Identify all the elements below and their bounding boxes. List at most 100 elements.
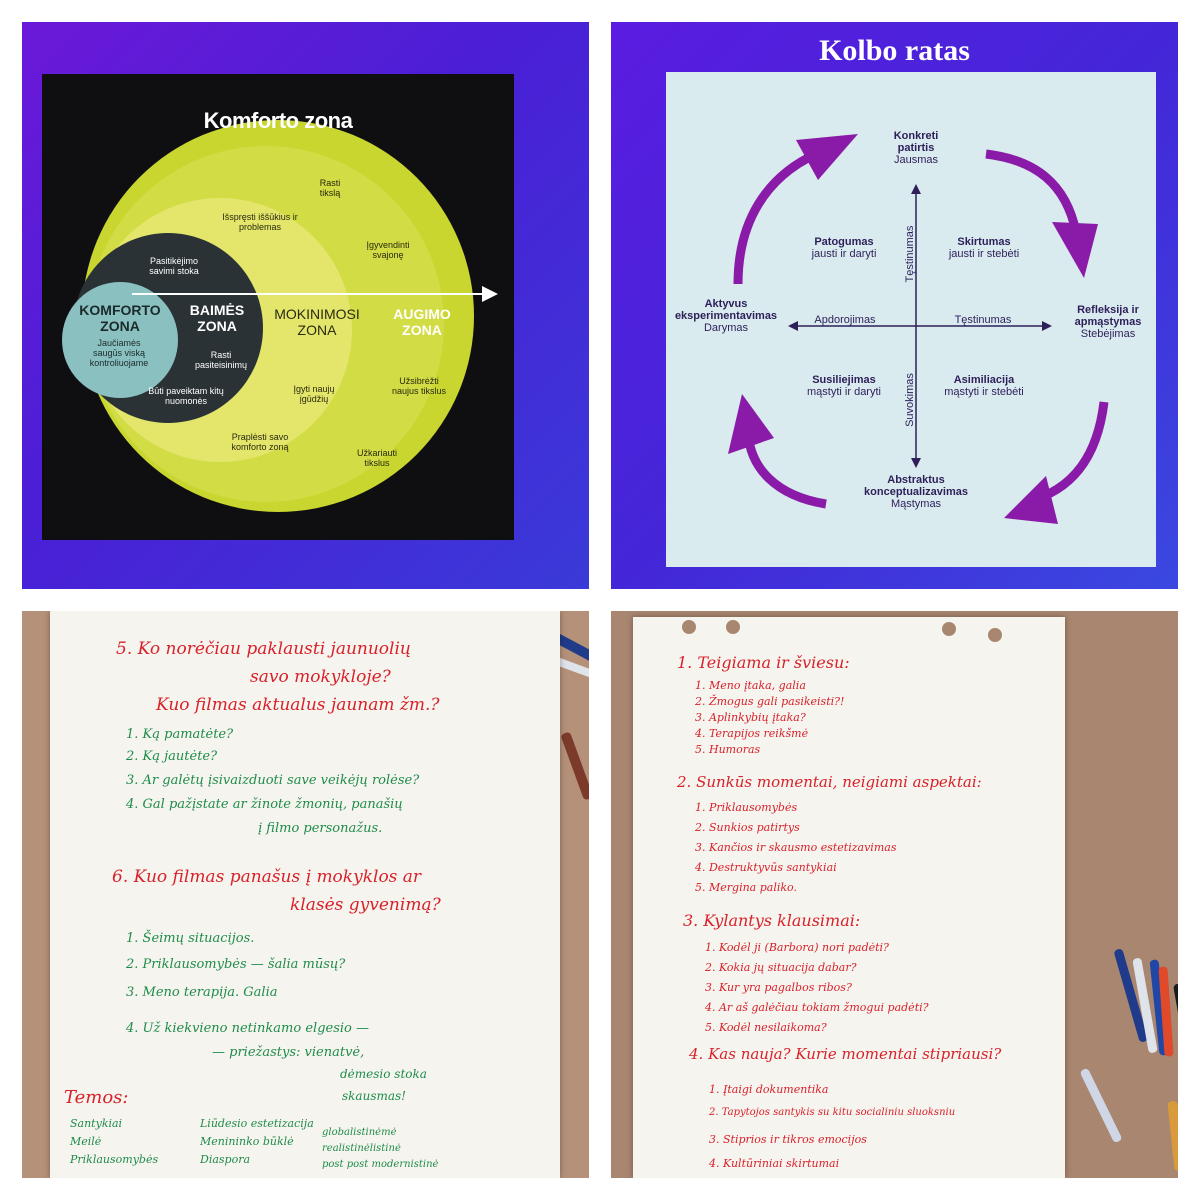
s1-item: 5. Humoras <box>695 743 761 756</box>
s2-item: 4. Destruktyvūs santykiai <box>695 861 837 874</box>
pencil-icon <box>1167 1100 1178 1172</box>
flipchart-sheet: 5. Ko norėčiau paklausti jaunuolių savo … <box>50 611 560 1178</box>
photo-comfort-zone-slide: Komforto zona KOMFORTO ZONA Jaučiamės sa… <box>22 22 589 589</box>
q5-item: į filmo personažus. <box>258 821 383 836</box>
s3-item: 2. Kokia jų situacija dabar? <box>705 961 857 974</box>
arrow-up-icon <box>911 184 921 194</box>
q6-item: — priežastys: vienatvė, <box>212 1045 365 1060</box>
comfort-zone-circle <box>62 282 178 398</box>
photo-flipchart-right: 1. Teigiama ir šviesu: 1. Meno įtaka, ga… <box>611 611 1178 1178</box>
cycle-arrow-icon <box>728 394 774 454</box>
slide-title: Kolbo ratas <box>819 34 970 67</box>
note-excuses: Rasti pasiteisinimų <box>194 350 248 370</box>
s1-item: 1. Meno įtaka, galia <box>695 679 806 692</box>
section-1-heading: 1. Teigiama ir šviesu: <box>677 653 850 672</box>
theme: Diaspora <box>200 1153 251 1166</box>
arrow-down-icon <box>911 458 921 468</box>
question-6-line-2: klasės gyvenimą? <box>290 895 441 915</box>
q6-item: skausmas! <box>342 1089 406 1103</box>
comfort-zone-sub: Jaučiamės saugūs viską kontroliuojame <box>89 338 149 368</box>
s2-item: 1. Priklausomybės <box>695 801 798 814</box>
s3-item: 4. Ar aš galėčiau tokiam žmogui padėti? <box>705 1001 929 1014</box>
q6-item: 4. Už kiekvieno netinkamo elgesio — <box>126 1021 369 1036</box>
question-6-line-1: 6. Kuo filmas panašus į mokyklos ar <box>112 867 422 887</box>
theme: post post modernistinė <box>322 1159 439 1170</box>
photo-flipchart-left: 5. Ko norėčiau paklausti jaunuolių savo … <box>22 611 589 1178</box>
section-3-heading: 3. Kylantys klausimai: <box>683 911 861 930</box>
axis-label-left: Apdorojimas <box>814 314 876 326</box>
axis-label-right: Tęstinumas <box>954 314 1012 326</box>
q6-item: 2. Priklausomybės — šalia mūsų? <box>126 957 346 972</box>
sheet-holes <box>682 620 1002 642</box>
s2-item: 2. Sunkios patirtys <box>695 821 800 834</box>
note-skills: Įgyti naujų įgūdžių <box>293 384 335 404</box>
marker-icon <box>1173 982 1178 1054</box>
note-confidence: Pasitikėjimo savimi stoka <box>149 256 199 276</box>
theme: Menininko būklė <box>200 1135 294 1148</box>
q6-item: 1. Šeimų situacijos. <box>126 931 255 946</box>
s3-item: 3. Kur yra pagalbos ribos? <box>705 981 852 994</box>
s1-item: 2. Žmogus gali pasikeisti?! <box>695 695 845 708</box>
growth-zone-label: AUGIMO ZONA <box>393 306 451 338</box>
marker-icon <box>560 731 589 801</box>
s2-item: 5. Mergina paliko. <box>695 881 797 894</box>
note-new-goals: Užsibrėžti naujus tikslus <box>391 376 447 396</box>
theme: Liūdesio estetizacija <box>200 1117 314 1130</box>
learning-zone-label: MOKINIMOSI ZONA <box>274 306 360 338</box>
pen-icon <box>1079 1067 1123 1144</box>
arrow-head-icon <box>482 286 498 302</box>
s4-item: 3. Stiprios ir tikros emocijos <box>709 1133 867 1146</box>
note-goal: Rasti tikslą <box>319 178 341 198</box>
comfort-zone-slide: Komforto zona KOMFORTO ZONA Jaučiamės sa… <box>42 74 514 540</box>
s4-item: 2. Tapytojos santykis su kitu socialiniu… <box>709 1107 956 1118</box>
axis-label-top: Tęstinumas <box>904 225 916 283</box>
comfort-zone-diagram <box>62 120 498 512</box>
q6-item: dėmesio stoka <box>340 1067 427 1081</box>
note-conquer: Užkariauti tikslus <box>356 448 397 468</box>
theme: realistinėlistinė <box>322 1143 401 1154</box>
axis-label-bottom: Suvokimas <box>904 373 916 427</box>
theme: Meilė <box>70 1135 102 1148</box>
fear-zone-label: BAIMĖS ZONA <box>189 302 245 334</box>
question-5-line-2: savo mokykloje? <box>250 667 391 687</box>
q5-item: 4. Gal pažįstate ar žinote žmonių, panaš… <box>126 797 403 812</box>
s3-item: 5. Kodėl nesilaikoma? <box>705 1021 827 1034</box>
section-4-heading: 4. Kas nauja? Kurie momentai stipriausi? <box>689 1045 1002 1063</box>
arrow-right-icon <box>1042 321 1052 331</box>
s4-item: 4. Kultūriniai skirtumai <box>709 1157 840 1170</box>
q5-item: 1. Ką pamatėte? <box>126 727 234 742</box>
s1-item: 3. Aplinkybių įtaka? <box>695 711 806 724</box>
flipchart-sheet: 1. Teigiama ir šviesu: 1. Meno įtaka, ga… <box>633 617 1065 1178</box>
q5-item: 3. Ar galėtų įsivaizduoti save veikėjų r… <box>126 773 420 788</box>
theme: Priklausomybės <box>70 1153 159 1166</box>
cycle-arrow-icon <box>1052 222 1098 278</box>
note-opinions: Būti paveiktam kitų nuomonės <box>148 386 224 406</box>
q6-item: 3. Meno terapija. Galia <box>126 985 278 1000</box>
comfort-zone-label: KOMFORTO ZONA <box>79 302 161 334</box>
q5-item: 2. Ką jautėte? <box>126 749 218 764</box>
s3-item: 1. Kodėl ji (Barbora) nori padėti? <box>705 941 889 954</box>
section-2-heading: 2. Sunkūs momentai, neigiami aspektai: <box>677 773 982 791</box>
theme: globalistinėmė <box>322 1127 397 1138</box>
slide-title: Komforto zona <box>203 108 353 133</box>
arrow-left-icon <box>788 321 798 331</box>
themes-label: Temos: <box>64 1087 129 1108</box>
cycle-arrow-icon <box>1004 476 1058 524</box>
kolb-cycle-diagram <box>728 134 1109 524</box>
s1-item: 4. Terapijos reikšmė <box>695 727 809 740</box>
question-5-line-3: Kuo filmas aktualus jaunam žm.? <box>156 695 440 715</box>
note-expand: Praplėsti savo komforto zoną <box>231 432 289 452</box>
theme: Santykiai <box>70 1117 123 1130</box>
s4-item: 1. Įtaigi dokumentika <box>709 1083 829 1096</box>
note-challenges: Išspręsti iššūkius ir problemas <box>222 212 298 232</box>
